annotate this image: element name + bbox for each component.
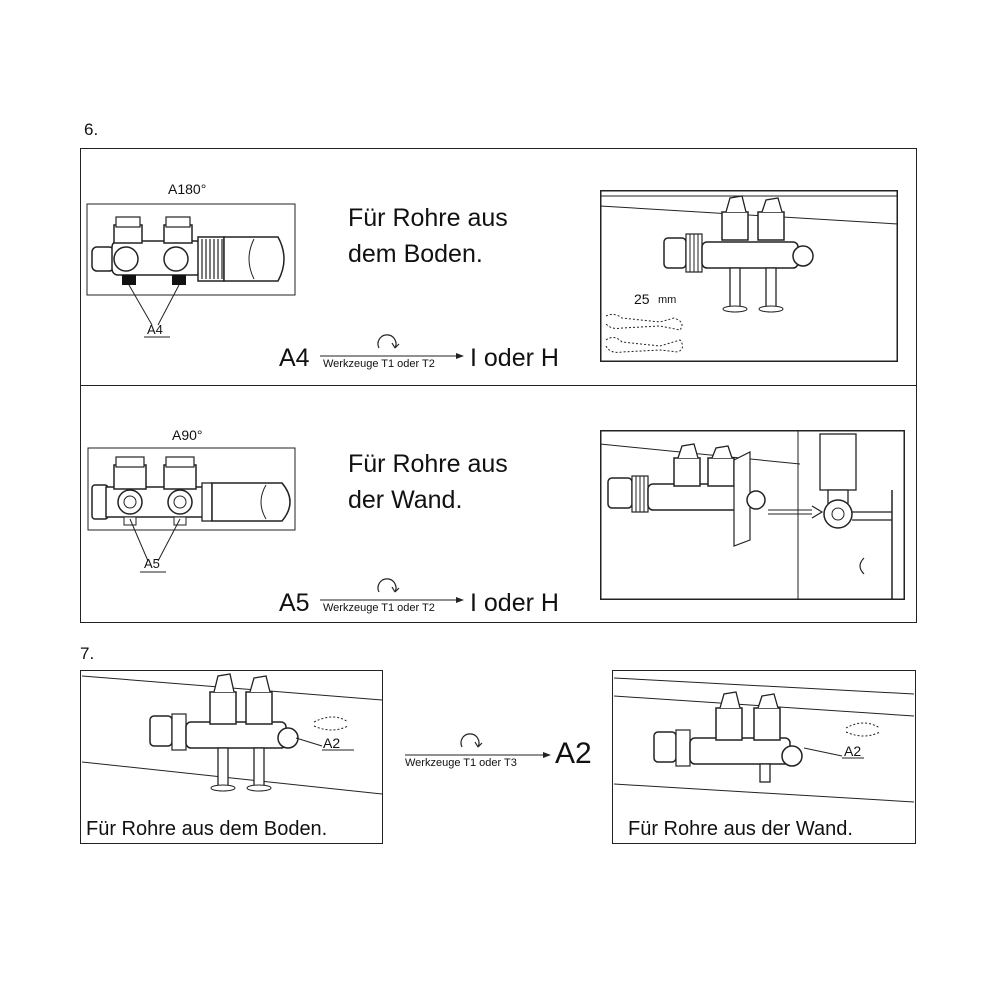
angle-label-a90: A90°	[172, 427, 203, 443]
formula-part-a5: A5	[279, 589, 310, 617]
wrench-size: 25	[634, 291, 650, 307]
wrench-icon	[605, 313, 684, 353]
callout-label-a2-left: A2	[323, 735, 341, 751]
rotate-arrow-icon	[377, 578, 400, 593]
tools-label-t1-t2-wall: Werkzeuge T1 oder T2	[323, 602, 435, 614]
wrench-unit: mm	[658, 294, 677, 306]
installed-valve-floor-illustration	[599, 190, 899, 362]
panel-divider	[81, 385, 916, 386]
rotate-arrow-icon	[460, 733, 483, 748]
step-6-number: 6.	[84, 120, 99, 139]
callout-label-a2-right: A2	[844, 743, 862, 759]
rotate-arrow-icon	[313, 716, 349, 731]
valve-wall-removal-illustration	[613, 677, 915, 803]
caption-wall: Für Rohre aus der Wand.	[628, 818, 853, 840]
arrow-right-icon	[320, 353, 464, 359]
heading-wall-line2: der Wand.	[348, 486, 463, 514]
caption-floor: Für Rohre aus dem Boden.	[86, 818, 328, 840]
angle-label-a180: A180°	[168, 181, 207, 197]
tools-label-t1-t3: Werkzeuge T1 oder T3	[405, 757, 517, 769]
heading-wall-line1: Für Rohre aus	[348, 450, 508, 478]
installed-valve-wall-illustration	[599, 430, 905, 600]
callout-label-a5: A5	[144, 556, 160, 571]
formula-part-a4: A4	[279, 344, 310, 372]
heading-floor-line1: Für Rohre aus	[348, 204, 508, 232]
arrow-right-icon	[405, 752, 551, 758]
formula-result-floor: I oder H	[470, 344, 559, 372]
heading-floor-line2: dem Boden.	[348, 240, 483, 268]
formula-result-wall: I oder H	[470, 589, 559, 617]
tools-label-t1-t2-floor: Werkzeuge T1 oder T2	[323, 358, 435, 370]
valve-illustration-top-view-wall	[87, 447, 296, 573]
formula-result-a2: A2	[555, 737, 592, 770]
rotate-arrow-icon	[377, 334, 400, 349]
step-7-number: 7.	[80, 644, 95, 663]
callout-label-a4: A4	[147, 322, 163, 337]
arrow-right-icon	[320, 597, 464, 603]
valve-floor-removal-illustration	[81, 673, 383, 795]
rotate-arrow-icon	[845, 722, 881, 737]
valve-illustration-top-view-floor	[86, 203, 296, 338]
